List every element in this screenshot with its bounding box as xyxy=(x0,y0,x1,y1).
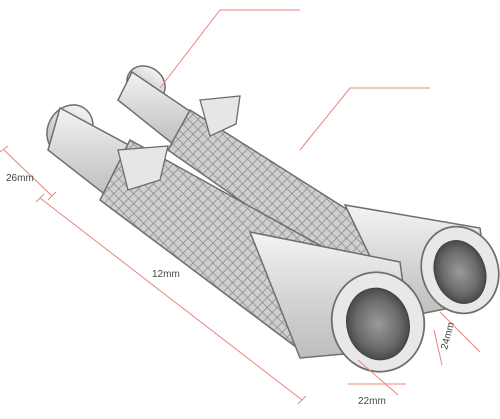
dimension-lines xyxy=(0,145,481,405)
callout-lines xyxy=(159,9,430,151)
label-22mm: 22mm xyxy=(358,396,386,407)
label-12mm: 12mm xyxy=(152,269,180,280)
back-grip-opening-hole xyxy=(433,240,487,304)
dim-line-24mm xyxy=(439,311,481,353)
front-grip-chevron-insert xyxy=(117,145,169,191)
dim-line-22mm xyxy=(357,359,399,396)
label-26mm: 26mm xyxy=(6,173,34,184)
callout-line-top xyxy=(159,9,300,89)
front-grip xyxy=(46,104,426,373)
dim-line-12mm xyxy=(39,197,303,401)
label-24mm: 24mm xyxy=(439,321,457,351)
back-grip-chevron-insert xyxy=(199,95,241,137)
front-grip-opening-hole xyxy=(346,287,410,361)
dim-line-26mm xyxy=(3,149,53,197)
callout-line-mid xyxy=(299,87,430,151)
